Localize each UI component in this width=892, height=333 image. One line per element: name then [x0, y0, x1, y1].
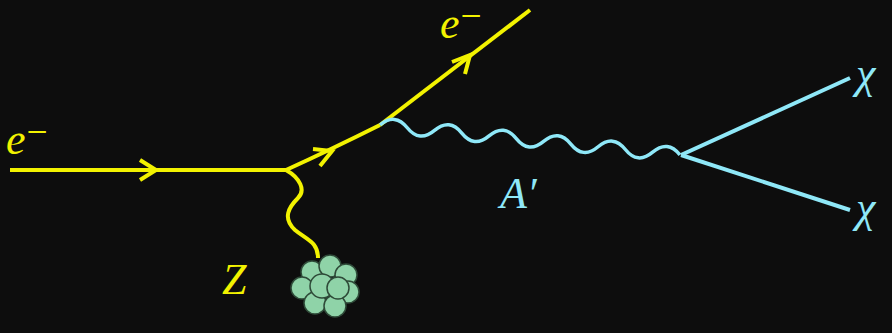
arrow-head — [452, 55, 470, 74]
electron-line — [286, 125, 380, 170]
particle-label: A′ — [500, 172, 537, 216]
nucleus — [291, 255, 359, 317]
photon-line — [286, 170, 318, 258]
particle-label: e⁻ — [6, 118, 49, 162]
dark-photon-line — [379, 118, 680, 162]
particle-label: Z — [222, 258, 246, 302]
dark-matter-line — [681, 155, 850, 210]
arrow-head — [140, 160, 156, 180]
particle-label: χ — [856, 52, 875, 96]
particle-label: e⁻ — [440, 2, 483, 46]
dark-matter-line — [681, 78, 850, 155]
arrow-head — [313, 149, 332, 166]
electron-line — [10, 168, 286, 172]
particle-label: χ — [856, 186, 875, 230]
